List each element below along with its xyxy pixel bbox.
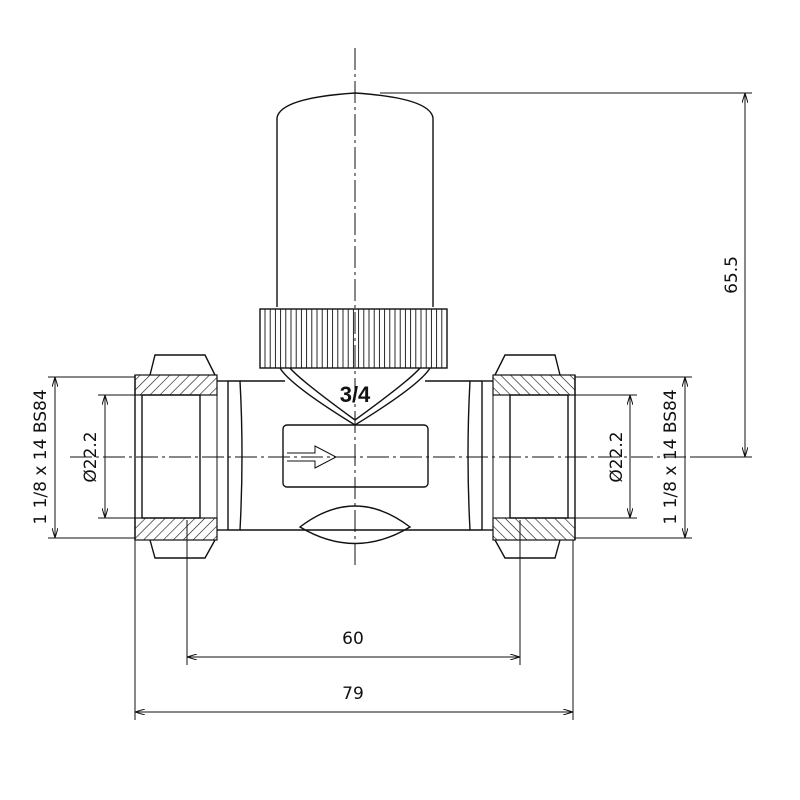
inner-span-label: 60 <box>342 629 364 649</box>
right-diameter-dimension: Ø22.2 <box>568 394 637 519</box>
right-diameter-label: Ø22.2 <box>607 431 627 482</box>
valve-cap <box>276 92 434 307</box>
left-diameter-dimension: Ø22.2 <box>81 394 142 519</box>
right-compression-nut <box>481 354 576 559</box>
left-compression-nut <box>134 354 229 559</box>
height-dimension: 65.5 <box>380 92 752 458</box>
height-label: 65.5 <box>722 256 742 294</box>
right-thread-dimension: 1 1/8 x 14 BS84 <box>575 376 692 539</box>
left-thread-dimension: 1 1/8 x 14 BS84 <box>31 376 135 539</box>
flow-window <box>282 424 429 488</box>
left-thread-label: 1 1/8 x 14 BS84 <box>31 389 51 524</box>
overall-length-dimension: 79 <box>134 540 574 720</box>
overall-length-label: 79 <box>342 684 364 704</box>
knurled-ring <box>259 308 448 369</box>
left-diameter-label: Ø22.2 <box>81 431 101 482</box>
flow-arrow-icon <box>287 445 338 469</box>
inner-span-dimension: 60 <box>186 520 521 665</box>
size-marking: 3/4 <box>340 382 371 407</box>
right-thread-label: 1 1/8 x 14 BS84 <box>661 389 681 524</box>
valve-body <box>228 367 482 531</box>
sight-lens <box>298 505 412 545</box>
